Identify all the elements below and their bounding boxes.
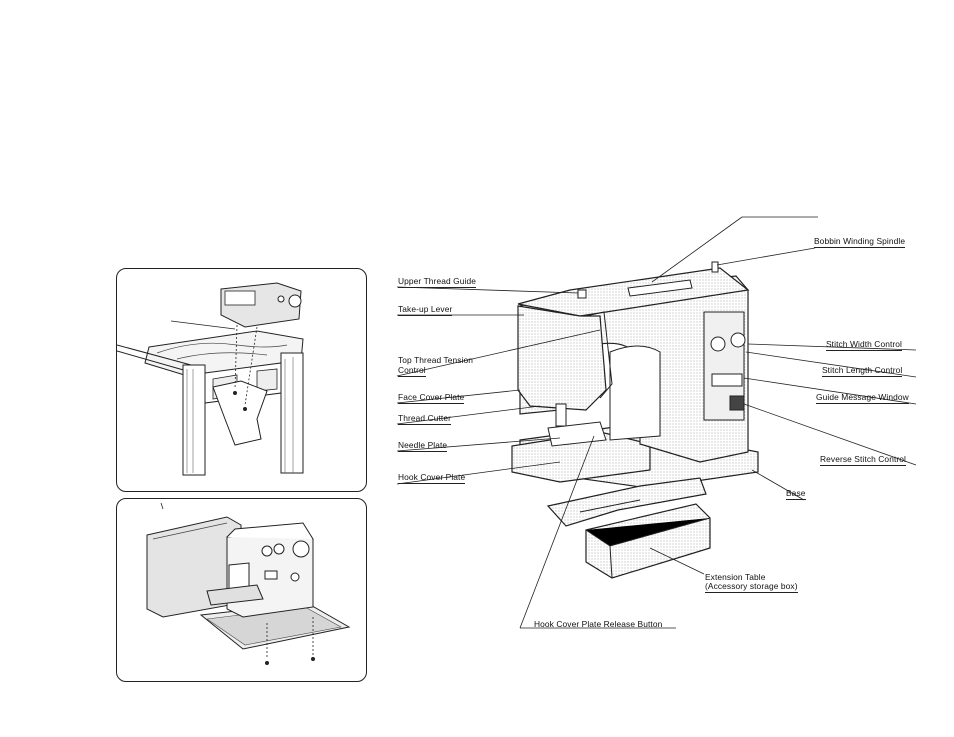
- label-needle-plate: Needle Plate: [398, 440, 448, 452]
- label-reverse-stitch-control: Reverse Stitch Control: [820, 454, 906, 466]
- label-bobbin-winding-spindle: Bobbin Winding Spindle: [814, 236, 906, 248]
- label-thread-cutter: Thread Cutter: [398, 413, 451, 425]
- label-stitch-width-control: Stitch Width Control: [826, 339, 903, 351]
- carrying-case-illustration: [146, 502, 351, 665]
- label-extension-table-1: Extension Table: [705, 572, 766, 582]
- leader-lines: [396, 216, 917, 629]
- face-cover-shape: [517, 305, 607, 411]
- label-face-cover-plate: Face Cover Plate: [398, 392, 465, 404]
- extension-table-shape: [546, 477, 707, 527]
- label-guide-message-window: Guide Message Window: [816, 392, 909, 404]
- inset-carrying-case: [116, 498, 367, 682]
- label-top-thread-tension-1: Top Thread Tension: [398, 355, 474, 365]
- label-base: Base: [786, 488, 806, 500]
- inset-table-mounting: [116, 268, 367, 492]
- label-top-thread-tension-2: Control: [398, 365, 426, 377]
- label-extension-table-2: (Accessory storage box): [705, 581, 798, 593]
- label-take-up-lever: Take-up Lever: [398, 304, 453, 316]
- table-mounting-illustration: [117, 282, 304, 476]
- label-upper-thread-guide: Upper Thread Guide: [398, 276, 476, 288]
- label-hook-cover-plate-release-button: Hook Cover Plate Release Button: [534, 619, 663, 629]
- label-hook-cover-plate: Hook Cover Plate: [398, 472, 466, 484]
- label-stitch-length-control: Stitch Length Control: [822, 365, 903, 377]
